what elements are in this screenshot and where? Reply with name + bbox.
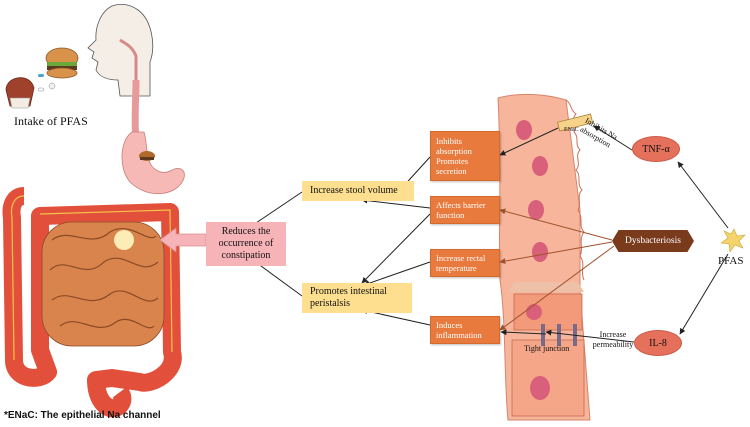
epithelium-illustration: [497, 93, 591, 421]
arrow-pfas-to-tnf: [677, 161, 729, 229]
arrow-rectal-to-peristalsis: [363, 261, 431, 287]
muffin-icon: [5, 77, 35, 109]
arrow-il8-to-junction: [545, 329, 635, 343]
arrow-dys-to-rectal: [499, 241, 613, 265]
arrow-enac-to-inhibits: [499, 127, 559, 156]
burger-in-stomach-icon: [139, 151, 155, 161]
increase-permeability-label: Increase permeability: [592, 330, 634, 349]
enac-channel: [557, 113, 594, 132]
arrow-junction-to-inflammation: [500, 329, 547, 336]
arrow-pfas-to-il8: [679, 253, 729, 335]
arrow-tnf-to-enac: [593, 125, 633, 151]
esophagus: [131, 79, 140, 141]
promotes-peristalsis-box: Promotes intestinal peristalsis: [302, 283, 412, 313]
stomach: [121, 131, 185, 195]
enac-label: ENaC: [564, 127, 579, 133]
pfas-star-icon: [720, 228, 746, 253]
arrow-barrier-to-peristalsis: [361, 213, 431, 284]
increase-stool-volume-box: Increase stool volume: [302, 181, 414, 201]
burger-icon: [45, 47, 79, 79]
dysbacteriosis-box: Dysbacteriosis: [612, 230, 694, 252]
intestines-illustration: [2, 187, 182, 418]
pill-icons: [37, 74, 56, 92]
head-illustration: [87, 3, 154, 97]
reduces-constipation-box: Reduces the occurrence of constipation: [206, 222, 286, 266]
arrow-dys-to-barrier: [499, 208, 613, 241]
arrow-barrier-to-stool: [361, 197, 431, 209]
intake-of-pfas-label: Intake of PFAS: [14, 114, 88, 128]
increase-rectal-temperature-box: Increase rectal temperature: [430, 249, 500, 277]
footnote: *ENaC: The epithelial Na channel: [4, 410, 161, 421]
pfas-label: PFAS: [718, 255, 744, 267]
tnf-alpha-oval: TNF-α: [632, 136, 680, 162]
inhibits-absorption-box: Inhibits absorption Promotes secretion: [430, 131, 500, 181]
arrow-stool-to-reduces: [249, 191, 303, 228]
arrow-dys-to-inflammation: [499, 245, 615, 331]
tight-junction-label: Tight junction: [524, 344, 570, 353]
il-8-oval: IL-8: [634, 330, 682, 356]
induces-inflammation-box: Induces inflammation: [430, 316, 500, 344]
affects-barrier-box: Affects barrier function: [430, 196, 500, 224]
